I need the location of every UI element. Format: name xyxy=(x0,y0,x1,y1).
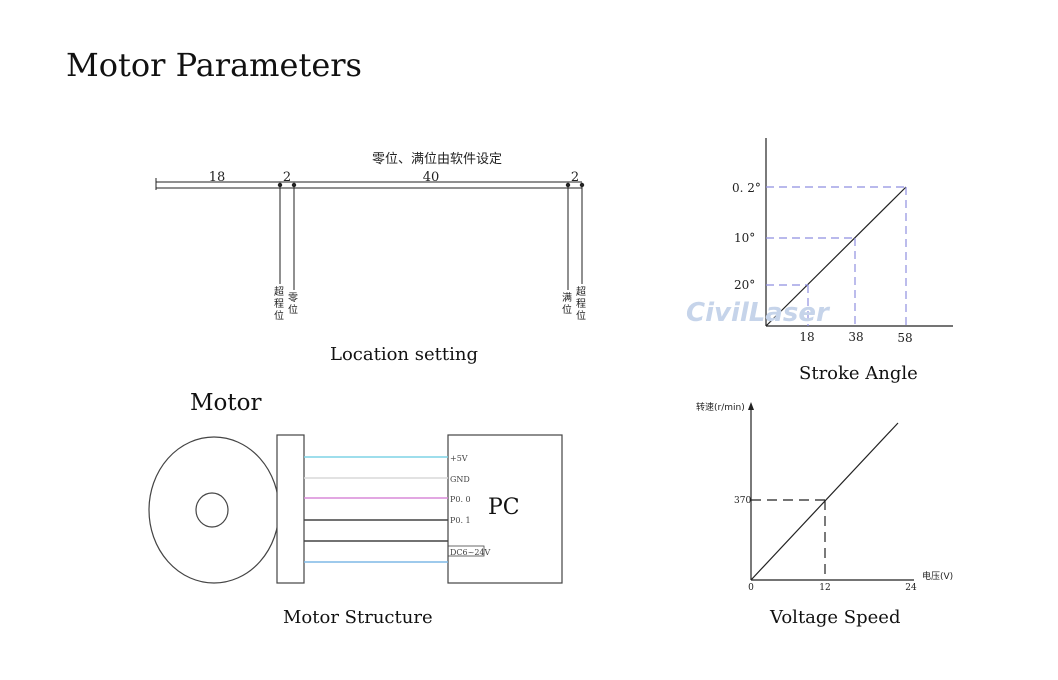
label-char: 超 xyxy=(274,285,284,298)
y-axis-label: 转速(r/min) xyxy=(696,401,745,413)
label-char: 位 xyxy=(288,303,298,316)
x-tick-label: 38 xyxy=(848,330,863,344)
label-char: 超 xyxy=(576,285,586,298)
label-char: 零 xyxy=(288,292,298,304)
dim-label: 40 xyxy=(423,170,440,185)
motor-label: Motor xyxy=(190,390,262,416)
label-char: 位 xyxy=(274,309,284,322)
y-tick-label: 370 xyxy=(734,496,751,506)
location-note: 零位、满位由软件设定 xyxy=(372,152,502,167)
x-tick-label: 58 xyxy=(897,331,912,345)
over-right-label: 超程位 xyxy=(576,285,586,322)
x-axis-label: 电压(V) xyxy=(922,570,953,582)
pc-label: PC xyxy=(488,495,520,520)
motor-body xyxy=(148,436,280,584)
dim-label: 2 xyxy=(571,170,579,185)
dim-label: 2 xyxy=(283,170,291,185)
motor-structure-caption: Motor Structure xyxy=(283,607,433,628)
label-char: 位 xyxy=(562,303,572,316)
pin-label: +5V xyxy=(450,454,468,463)
label-char: 满 xyxy=(562,292,572,304)
pc-box xyxy=(447,434,563,584)
label-char: 位 xyxy=(576,309,586,322)
guide-lines xyxy=(751,499,826,580)
label-char: 程 xyxy=(576,298,586,310)
watermark-logo: CivilLaser xyxy=(686,298,831,328)
stroke-angle-caption: Stroke Angle xyxy=(799,363,918,384)
motor-shaft xyxy=(195,492,229,528)
y-tick-label: 20° xyxy=(734,278,755,292)
pin-label: P0. 1 xyxy=(450,516,471,525)
over-left-label: 超程位 xyxy=(274,285,284,322)
voltage-speed-chart: 转速(r/min) 电压(V) 370 0 12 24 xyxy=(696,401,953,593)
wires xyxy=(304,456,448,563)
dim-label: 18 xyxy=(209,170,226,185)
x-tick-label: 12 xyxy=(819,583,830,593)
motor-structure-diagram: +5V GND P0. 0 P0. 1 DC6~24V PC xyxy=(148,434,563,584)
guide-lines xyxy=(766,186,907,326)
pin-label: P0. 0 xyxy=(450,495,471,504)
zero-label: 零位 xyxy=(288,292,298,316)
location-setting-caption: Location setting xyxy=(330,344,478,365)
x-tick-label: 18 xyxy=(799,330,814,344)
y-tick-label: 0. 2° xyxy=(732,181,761,195)
x-tick-label: 0 xyxy=(748,583,754,593)
power-pin-box xyxy=(447,545,485,557)
y-axis-arrow-icon xyxy=(748,402,754,410)
x-tick-label: 24 xyxy=(905,583,917,593)
pin-label: DC6~24V xyxy=(450,548,491,557)
voltage-speed-caption: Voltage Speed xyxy=(770,607,901,628)
full-label: 满位 xyxy=(562,292,572,316)
label-char: 程 xyxy=(274,298,284,310)
y-tick-label: 10° xyxy=(734,231,755,245)
stroke-angle-chart: 0. 2° 10° 20° 18 38 58 CivilLaser xyxy=(686,138,953,345)
stroke-line xyxy=(765,186,907,327)
motor-driver-board xyxy=(276,434,305,584)
page-title: Motor Parameters xyxy=(66,46,362,84)
pin-label: GND xyxy=(450,475,470,484)
